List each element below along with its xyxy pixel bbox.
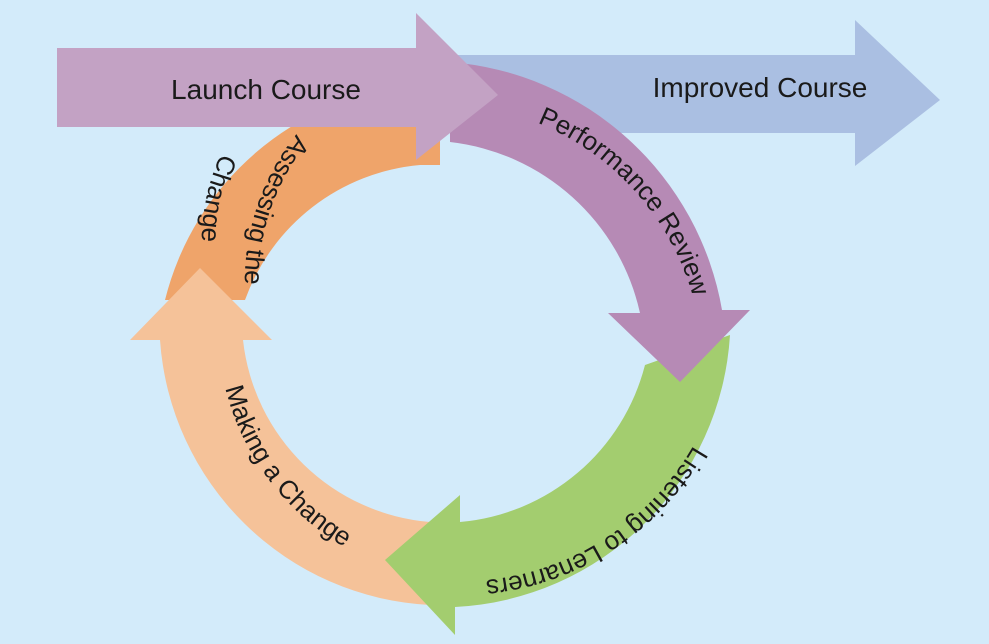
- launch-course-label: Launch Course: [171, 74, 361, 105]
- launch-course-arrow-shape: [57, 13, 498, 160]
- listening-to-learners-arrow: [385, 335, 730, 635]
- launch-course-arrow: Launch Course: [57, 13, 498, 160]
- performance-review-arrow: [450, 62, 750, 382]
- making-a-change-arrow: [130, 268, 430, 605]
- stage-making-a-change: Making a Change: [130, 268, 430, 605]
- assessing-the-change-arrow: [165, 85, 440, 300]
- stage-assessing-the-change: [165, 85, 440, 300]
- improved-course-label: Improved Course: [653, 72, 868, 103]
